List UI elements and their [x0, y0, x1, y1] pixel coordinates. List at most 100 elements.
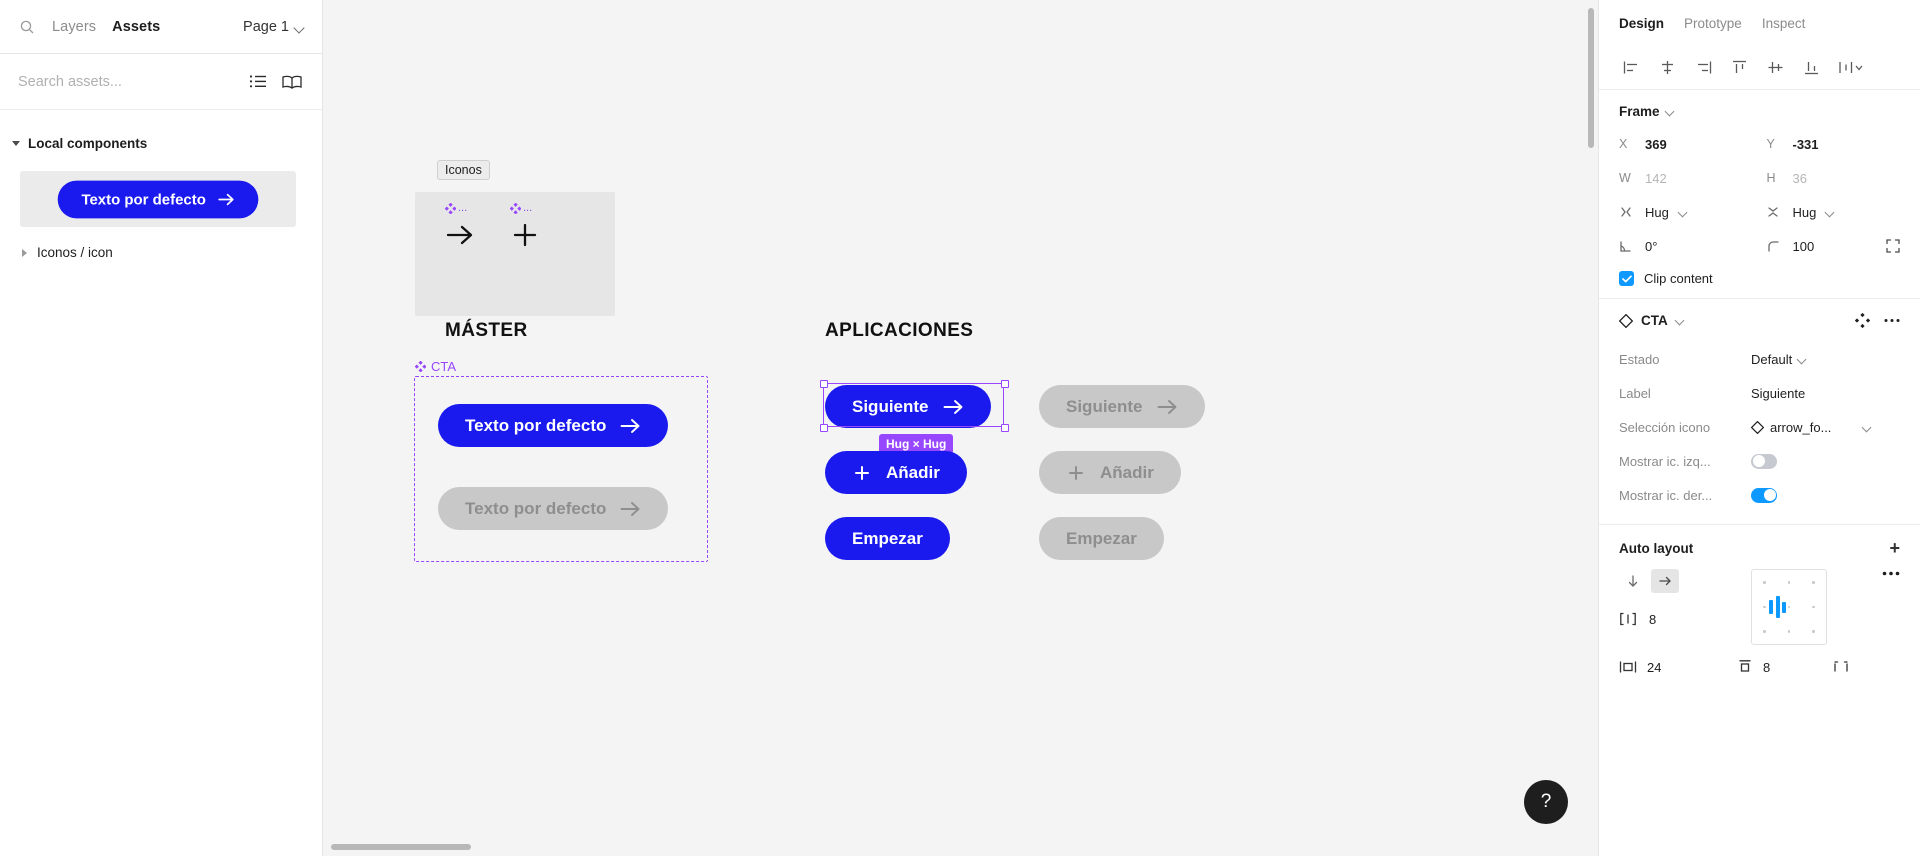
field-rotation[interactable]: 0° [1619, 233, 1753, 259]
canvas-horizontal-scrollbar[interactable] [331, 844, 471, 850]
more-options-icon[interactable] [1882, 569, 1900, 576]
app-button-empezar-disabled[interactable]: Empezar [1039, 517, 1164, 560]
tab-assets[interactable]: Assets [112, 18, 161, 35]
property-icon-selection-value-wrap[interactable]: arrow_fo... [1751, 420, 1872, 435]
search-assets-input[interactable] [18, 73, 236, 90]
align-left-icon[interactable] [1613, 54, 1649, 82]
icon-instance-arrow[interactable]: ... [445, 202, 475, 248]
align-dot[interactable] [1787, 605, 1791, 609]
field-resize-horizontal[interactable]: Hug [1619, 199, 1753, 225]
selection-bounding-box [823, 383, 1004, 427]
icon-instance-plus[interactable]: ... [510, 202, 540, 248]
resize-handle-bottom-right[interactable] [1000, 423, 1009, 432]
cta-master-frame[interactable] [414, 376, 708, 562]
frame-iconos[interactable]: ... ... [415, 192, 615, 316]
arrow-forward-icon [218, 192, 235, 205]
horizontal-padding-field[interactable]: 24 [1619, 660, 1737, 675]
property-show-left-icon[interactable]: Mostrar ic. izq... [1619, 444, 1900, 478]
swap-instance-icon[interactable] [1855, 313, 1870, 328]
add-auto-layout-icon[interactable]: + [1889, 538, 1900, 558]
align-top-icon[interactable] [1721, 54, 1757, 82]
field-corner-radius-value: 100 [1792, 238, 1815, 254]
cta-button-disabled[interactable]: Siguiente [1039, 385, 1205, 428]
app-button-anadir-disabled[interactable]: Añadir [1039, 451, 1181, 494]
frame-section-header[interactable]: Frame [1619, 104, 1900, 119]
individual-padding-button[interactable] [1833, 660, 1849, 675]
book-library-icon[interactable] [280, 70, 304, 94]
asset-folder-iconos[interactable]: Iconos / icon [0, 227, 322, 266]
assets-search-row [0, 54, 322, 110]
arrow-down-icon[interactable] [1619, 569, 1647, 593]
property-estado-value-wrap[interactable]: Default [1751, 352, 1807, 367]
resize-handle-bottom-left[interactable] [819, 423, 828, 432]
section-local-components-label: Local components [28, 136, 148, 151]
canvas-vertical-scrollbar[interactable] [1588, 8, 1594, 148]
property-show-right-icon-toggle[interactable] [1751, 487, 1777, 503]
tab-prototype[interactable]: Prototype [1684, 15, 1742, 31]
property-estado[interactable]: Estado Default [1619, 342, 1900, 376]
arrow-right-icon[interactable] [1651, 569, 1679, 593]
property-show-right-icon[interactable]: Mostrar ic. der... [1619, 478, 1900, 512]
auto-layout-body: 8 [1619, 569, 1900, 645]
field-resize-vertical[interactable]: Hug [1767, 199, 1901, 225]
align-dot[interactable] [1763, 605, 1766, 609]
cta-button[interactable]: Empezar [825, 517, 950, 560]
tab-layers[interactable]: Layers [52, 18, 97, 35]
clip-content-row[interactable]: Clip content [1619, 271, 1900, 286]
help-button[interactable]: ? [1524, 780, 1568, 824]
field-width[interactable]: W 142 [1619, 165, 1753, 191]
independent-corners-icon[interactable] [1886, 239, 1900, 253]
align-bottom-icon[interactable] [1793, 54, 1829, 82]
asset-card-cta[interactable]: Texto por defecto [20, 171, 296, 227]
app-button-siguiente-disabled[interactable]: Siguiente [1039, 385, 1205, 428]
cta-button-disabled[interactable]: Texto por defecto [438, 487, 669, 530]
align-dot[interactable] [1812, 605, 1815, 609]
field-y[interactable]: Y -331 [1767, 131, 1901, 157]
align-dot[interactable] [1812, 630, 1815, 633]
cta-group-tag[interactable]: CTA [415, 359, 456, 374]
vertical-padding-field[interactable]: 8 [1737, 659, 1833, 675]
gap-field[interactable]: 8 [1619, 605, 1737, 633]
cta-button[interactable]: Añadir [825, 451, 967, 494]
master-button-disabled[interactable]: Texto por defecto [438, 487, 669, 530]
cta-button-disabled[interactable]: Empezar [1039, 517, 1164, 560]
field-height[interactable]: H 36 [1767, 165, 1901, 191]
align-dot[interactable] [1787, 581, 1791, 584]
field-corner-radius[interactable]: 100 [1767, 233, 1901, 259]
align-dot[interactable] [1763, 630, 1766, 633]
align-vertical-center-icon[interactable] [1757, 54, 1793, 82]
property-label[interactable]: Label Siguiente [1619, 376, 1900, 410]
cta-button[interactable]: Siguiente [825, 385, 991, 428]
align-dot[interactable] [1763, 581, 1766, 584]
tab-inspect[interactable]: Inspect [1761, 15, 1806, 31]
field-x[interactable]: X 369 [1619, 131, 1753, 157]
property-icon-selection[interactable]: Selección icono arrow_fo... [1619, 410, 1900, 444]
chevron-down-icon[interactable] [1676, 316, 1685, 325]
frame-properties-grid: X 369 Y -331 W 142 H 36 [1619, 131, 1900, 259]
resize-handle-top-left[interactable] [819, 379, 828, 388]
design-canvas[interactable]: Iconos ... ... [323, 0, 1598, 856]
align-horizontal-center-icon[interactable] [1649, 54, 1685, 82]
section-local-components[interactable]: Local components [0, 110, 322, 161]
cta-button[interactable]: Texto por defecto [438, 404, 669, 447]
align-right-icon[interactable] [1685, 54, 1721, 82]
align-dot[interactable] [1812, 581, 1815, 584]
frame-label-iconos[interactable]: Iconos [437, 160, 490, 180]
field-y-label: Y [1766, 137, 1775, 151]
resize-handle-top-right[interactable] [1000, 379, 1009, 388]
app-button-siguiente[interactable]: Siguiente [825, 385, 991, 428]
cta-button-disabled[interactable]: Añadir [1039, 451, 1181, 494]
alignment-pad[interactable] [1751, 569, 1827, 645]
align-dot[interactable] [1787, 630, 1791, 633]
app-button-anadir[interactable]: Añadir [825, 451, 967, 494]
property-show-left-icon-toggle[interactable] [1751, 453, 1777, 469]
page-selector[interactable]: Page 1 [243, 19, 304, 35]
search-icon[interactable] [18, 18, 36, 36]
master-button-default[interactable]: Texto por defecto [438, 404, 669, 447]
distribute-icon[interactable] [1829, 54, 1873, 82]
clip-content-checkbox[interactable] [1619, 271, 1634, 286]
more-options-icon[interactable] [1884, 318, 1900, 323]
list-view-icon[interactable] [246, 70, 270, 94]
tab-design[interactable]: Design [1619, 15, 1665, 31]
app-button-empezar[interactable]: Empezar [825, 517, 950, 560]
